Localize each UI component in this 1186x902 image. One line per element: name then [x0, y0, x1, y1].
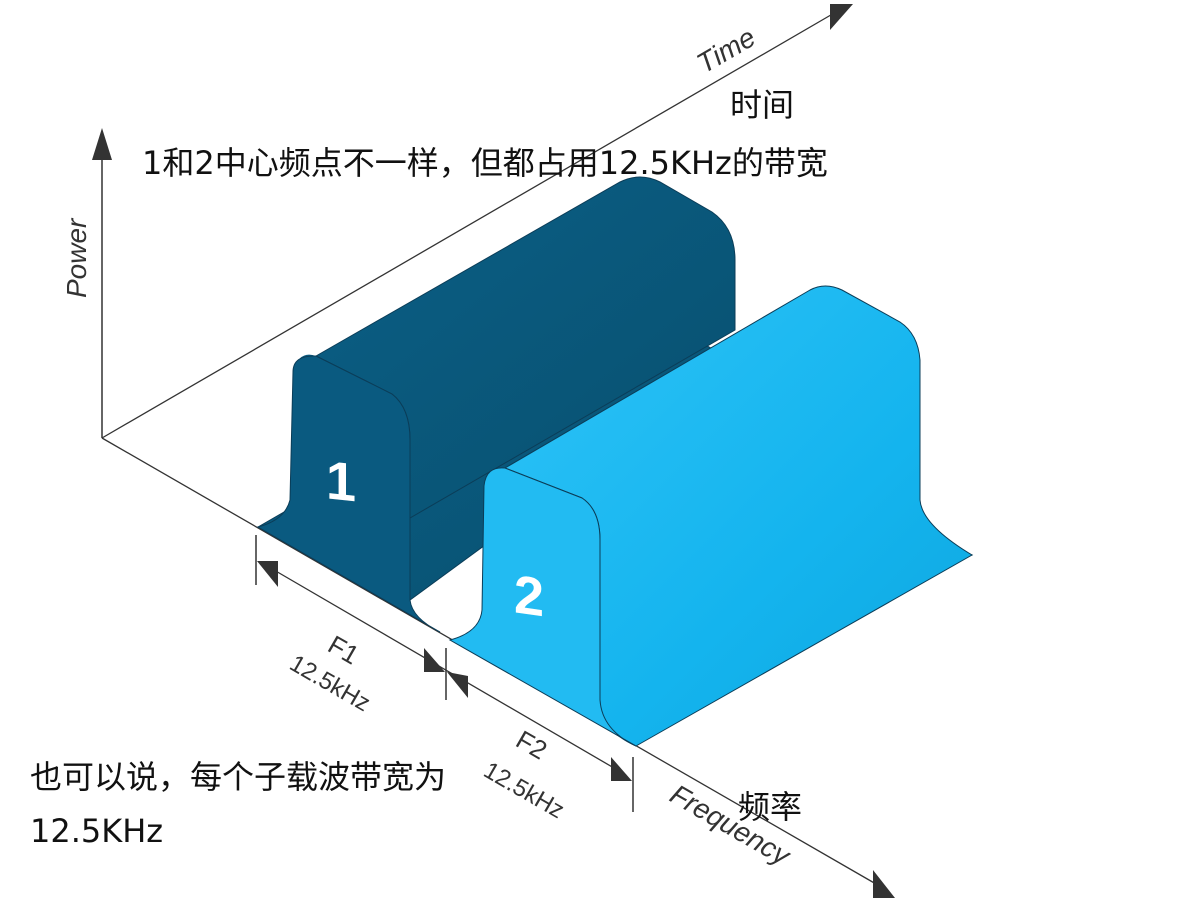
- f2-left-arrow-icon: [447, 672, 468, 698]
- f2-label: F2: [511, 724, 552, 765]
- f1-right-arrow-icon: [424, 648, 445, 672]
- time-axis-label-cn: 时间: [730, 86, 795, 124]
- carrier-block-2: 2: [448, 285, 974, 747]
- bottom-annotation-line1: 也可以说，每个子载波带宽为: [30, 758, 447, 796]
- time-axis: [101, 4, 853, 439]
- power-axis-label: Power: [61, 217, 92, 298]
- f2-right-arrow-icon: [611, 757, 632, 781]
- f2-bandwidth: 12.5kHz: [479, 757, 569, 824]
- carrier-block-1: 1: [256, 176, 736, 633]
- time-axis-label: Time: [692, 21, 761, 79]
- time-axis-arrow-icon: [830, 4, 853, 30]
- top-annotation: 1和2中心频点不一样，但都占用12.5KHz的带宽: [142, 144, 828, 182]
- f1-bandwidth: 12.5kHz: [285, 650, 375, 717]
- power-axis: [92, 128, 112, 438]
- carrier-2-number: 2: [514, 564, 544, 628]
- frequency-axis-label-cn: 频率: [738, 788, 803, 826]
- bottom-annotation-line2: 12.5KHz: [30, 812, 164, 850]
- carrier-1-number: 1: [326, 450, 356, 513]
- frequency-axis-arrow-icon: [873, 870, 895, 898]
- f1-label: F1: [323, 629, 364, 670]
- f1-left-arrow-icon: [257, 561, 278, 587]
- power-axis-arrow-icon: [92, 128, 112, 160]
